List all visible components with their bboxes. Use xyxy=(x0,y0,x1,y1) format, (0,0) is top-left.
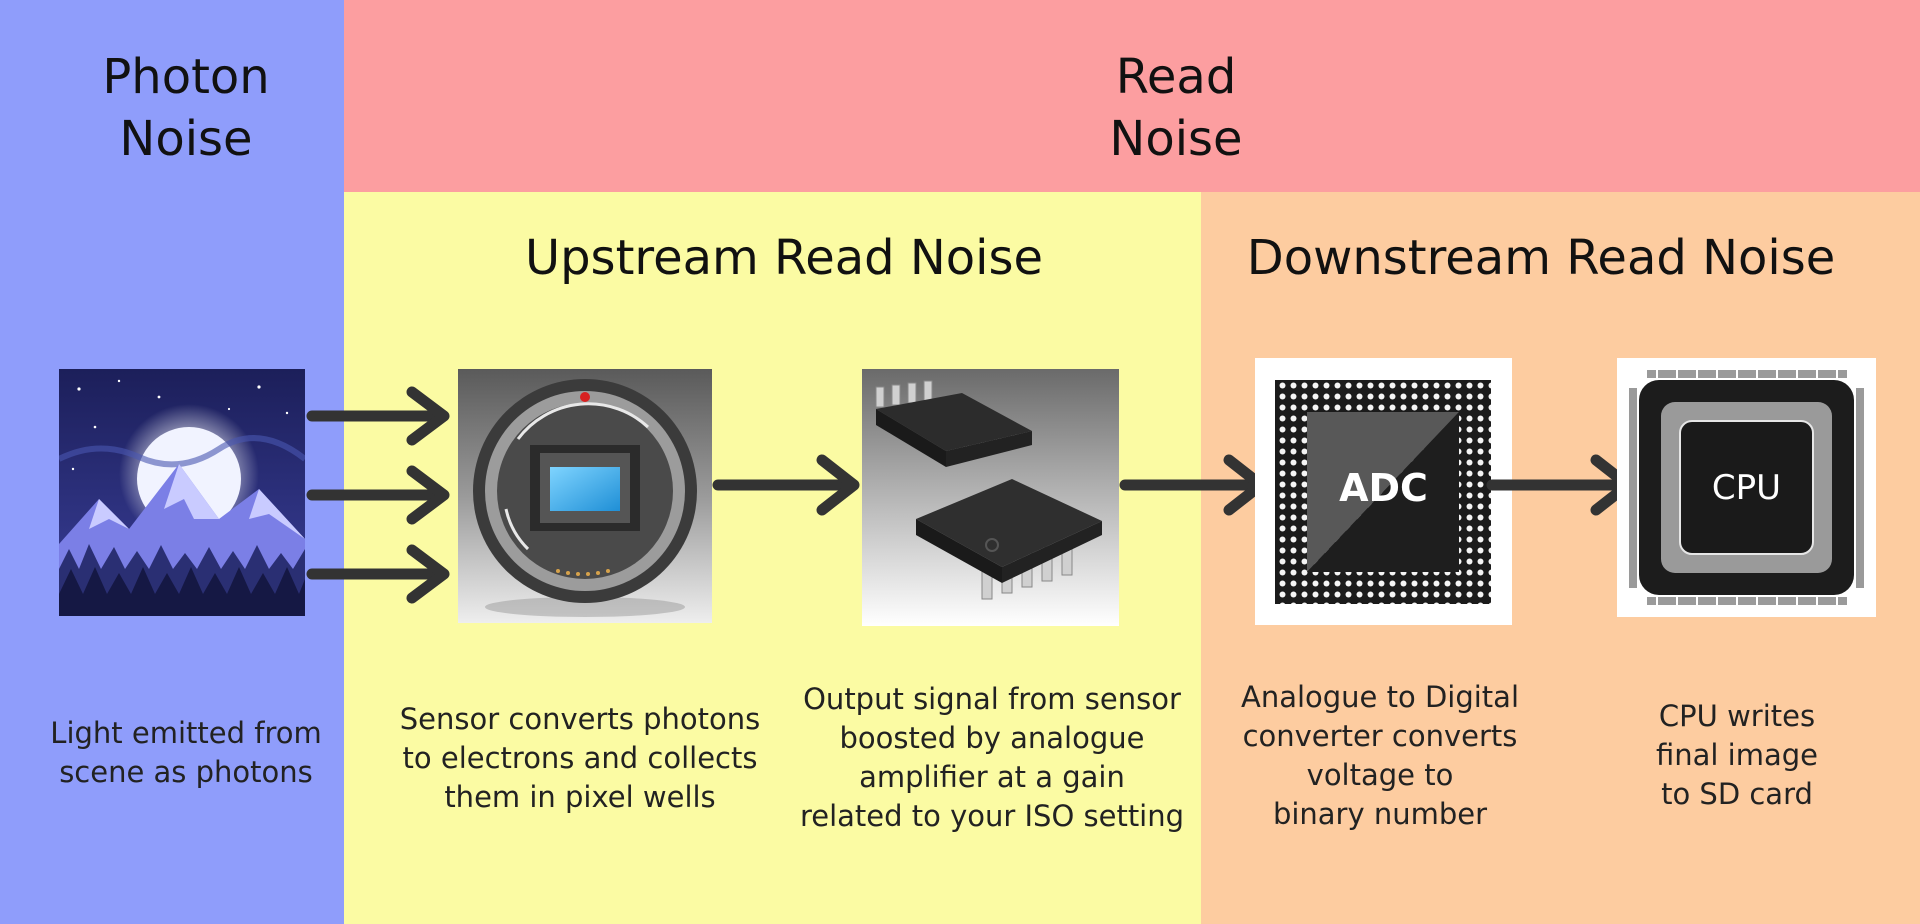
downstream-read-noise-title: Downstream Read Noise xyxy=(1246,230,1836,286)
arrow-right-icon xyxy=(1486,454,1634,516)
camera-sensor-icon xyxy=(458,369,712,623)
arrow-right-icon xyxy=(1119,454,1267,516)
upstream-read-noise-title: Upstream Read Noise xyxy=(524,230,1044,286)
photon-noise-title: Photon Noise xyxy=(102,49,270,167)
stage-caption: Light emitted from scene as photons xyxy=(50,716,322,789)
read-noise-title: Read Noise xyxy=(1109,49,1243,167)
read-noise-header-region xyxy=(344,0,1920,192)
adc-chip-icon: ADC xyxy=(1255,358,1512,625)
adc-label: ADC xyxy=(1339,466,1428,510)
stage-caption: CPU writes final image to SD card xyxy=(1655,699,1819,811)
arrow-right-icon xyxy=(712,454,860,516)
stage-caption: Sensor converts photons to electrons and… xyxy=(399,702,761,814)
moon-mountains-icon xyxy=(59,369,305,616)
stage-caption: Analogue to Digital converter converts v… xyxy=(1240,680,1520,831)
cpu-label: CPU xyxy=(1711,468,1782,508)
amplifier-chip-icon xyxy=(862,369,1119,626)
cpu-chip-icon: CPU xyxy=(1617,358,1876,617)
photon-arrows-icon xyxy=(306,386,450,604)
stage-caption: Output signal from sensor boosted by ana… xyxy=(799,682,1185,833)
